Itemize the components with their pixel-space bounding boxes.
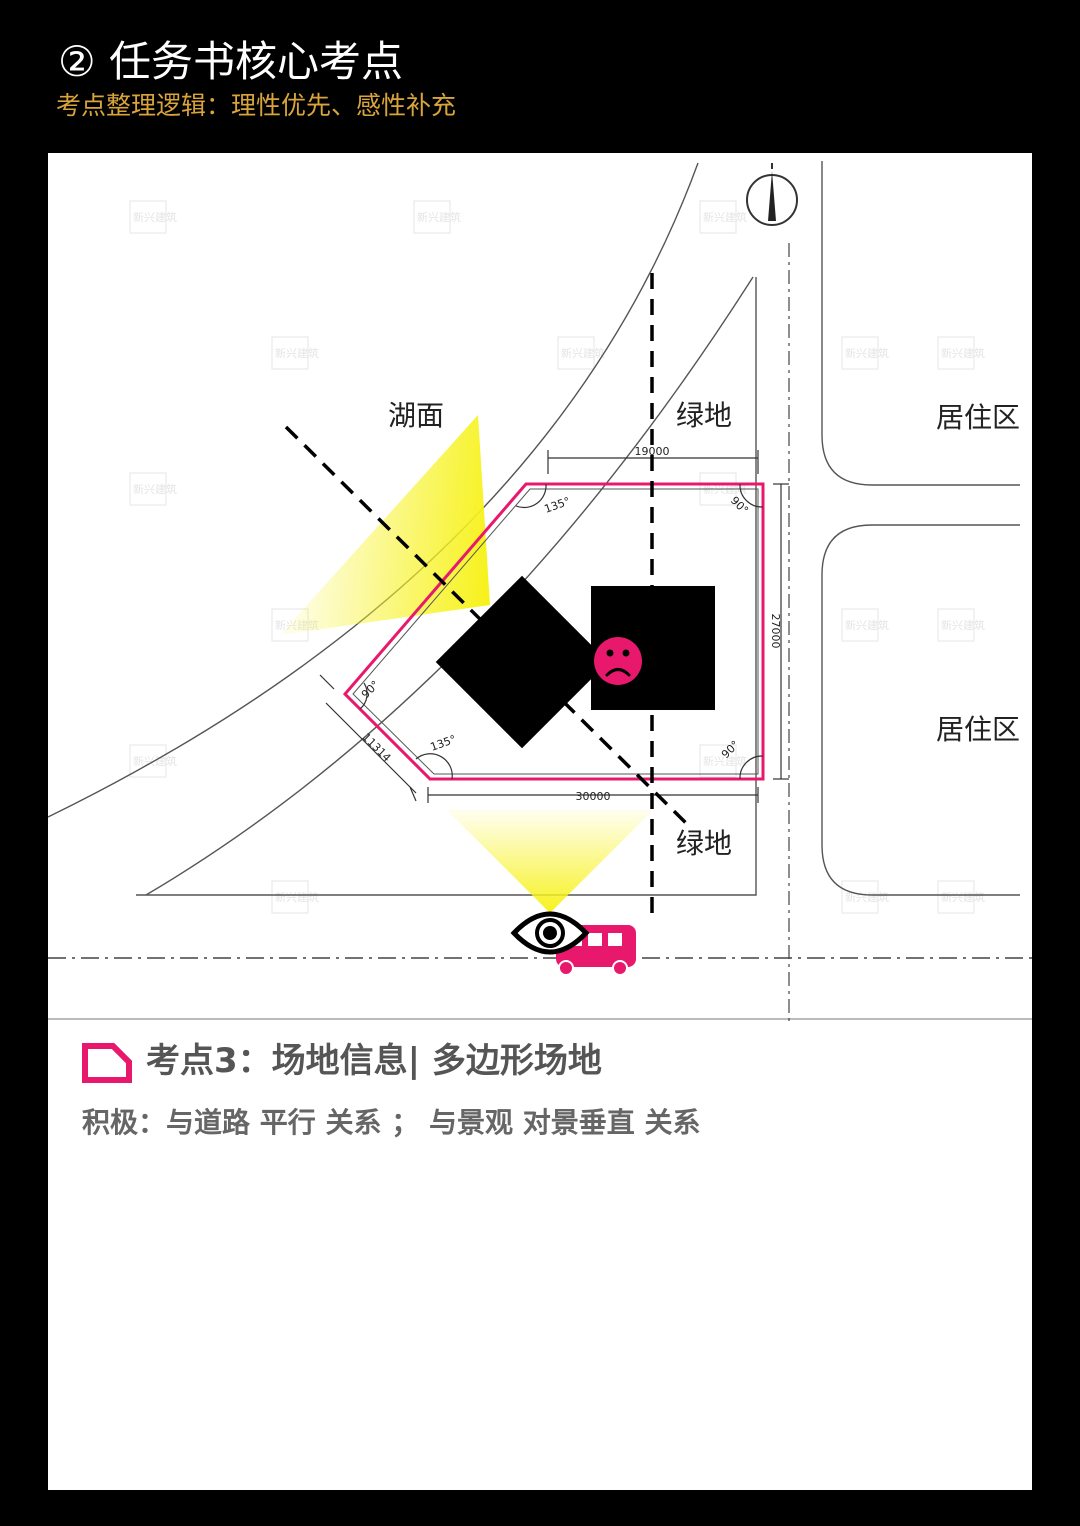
angle-top-right: 90° (728, 494, 751, 517)
site-boundary (342, 482, 765, 781)
page-subtitle: 考点整理逻辑：理性优先、感性补充 (56, 91, 457, 120)
north-arrow-icon (746, 163, 798, 226)
watermark: 新兴建筑 (937, 608, 985, 642)
watermark: 新兴建筑 (129, 472, 177, 506)
dimension-top: 19000 (635, 445, 670, 458)
watermark: 新兴建筑 (937, 336, 985, 370)
angle-top-left: 135° (543, 495, 572, 516)
content-panel: 新兴建筑 新兴建筑 新兴建筑 新兴建筑 新兴建筑 新兴建筑 新兴建筑 新兴建筑 … (48, 153, 1032, 1490)
watermark: 新兴建筑 (699, 744, 747, 778)
residential-road-edge (821, 161, 1020, 486)
svg-text:新兴建筑: 新兴建筑 (941, 346, 985, 360)
watermark: 新兴建筑 (557, 336, 605, 370)
dimension-bottom: 30000 (576, 790, 611, 803)
watermark: 新兴建筑 (841, 608, 889, 642)
eye-icon (510, 911, 590, 955)
caption-body: 积极：与道路 平行 关系 ； 与景观 对景垂直 关系 (82, 1106, 701, 1139)
svg-text:新兴建筑: 新兴建筑 (275, 346, 319, 360)
watermark: 新兴建筑 (937, 880, 985, 914)
polygon-site-icon (82, 1043, 132, 1083)
label-lake: 湖面 (388, 399, 444, 432)
watermark: 新兴建筑 (841, 880, 889, 914)
svg-text:新兴建筑: 新兴建筑 (941, 618, 985, 632)
svg-text:新兴建筑: 新兴建筑 (133, 482, 177, 496)
site-plan-diagram: 新兴建筑 新兴建筑 新兴建筑 新兴建筑 新兴建筑 新兴建筑 新兴建筑 新兴建筑 … (48, 161, 1032, 1023)
watermark: 新兴建筑 (841, 336, 889, 370)
svg-text:新兴建筑: 新兴建筑 (703, 210, 747, 224)
svg-text:新兴建筑: 新兴建筑 (845, 346, 889, 360)
axis-line-diagonal (284, 425, 694, 831)
label-residential-top: 居住区 (936, 401, 1020, 434)
sad-face-icon (594, 637, 642, 685)
svg-text:新兴建筑: 新兴建筑 (417, 210, 461, 224)
watermark: 新兴建筑 (699, 200, 747, 234)
watermark: 新兴建筑 (129, 200, 177, 234)
road-view-cone (446, 809, 654, 913)
page-title: ② 任务书核心考点 (58, 37, 404, 86)
svg-text:新兴建筑: 新兴建筑 (133, 210, 177, 224)
residential-road-edge (821, 524, 1020, 896)
svg-text:新兴建筑: 新兴建筑 (561, 346, 605, 360)
angle-arcs (359, 483, 764, 780)
svg-text:新兴建筑: 新兴建筑 (941, 890, 985, 904)
angle-bottom-left: 135° (429, 733, 458, 754)
watermark-group: 新兴建筑 新兴建筑 新兴建筑 新兴建筑 新兴建筑 新兴建筑 新兴建筑 新兴建筑 … (129, 200, 985, 914)
site-setback-line (352, 488, 759, 775)
label-green-bottom: 绿地 (676, 827, 732, 860)
label-residential-bottom: 居住区 (936, 713, 1020, 746)
svg-text:新兴建筑: 新兴建筑 (845, 618, 889, 632)
caption-title: 考点3：场地信息| 多边形场地 (146, 1041, 602, 1081)
building-rotated (435, 575, 609, 749)
watermark: 新兴建筑 (271, 880, 319, 914)
svg-text:新兴建筑: 新兴建筑 (275, 890, 319, 904)
watermark: 新兴建筑 (413, 200, 461, 234)
label-green-top: 绿地 (676, 399, 732, 432)
watermark: 新兴建筑 (271, 336, 319, 370)
dimension-right: 27000 (769, 614, 782, 649)
angle-left: 90° (359, 678, 382, 701)
svg-text:新兴建筑: 新兴建筑 (703, 754, 747, 768)
